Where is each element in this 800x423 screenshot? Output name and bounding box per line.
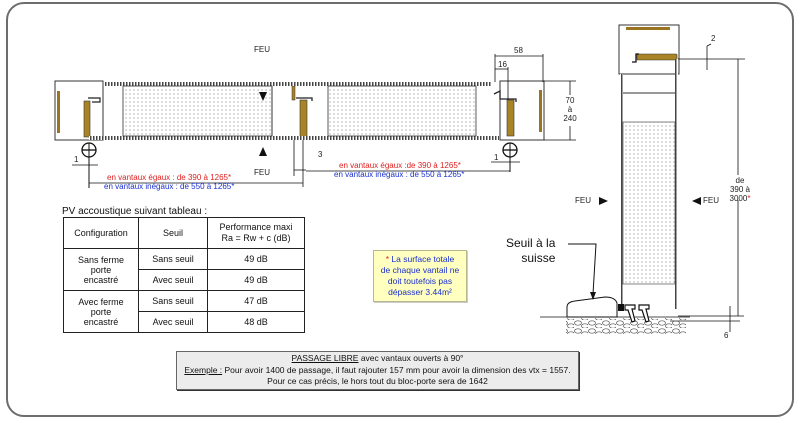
fire-label-right: FEU (703, 196, 719, 205)
config-cell: Avec ferme porte encastré (63, 290, 139, 333)
table-row: Avec seuil 48 dB (64, 311, 305, 333)
config-cell: Sans ferme porte encastré (63, 248, 139, 291)
header-performance: Performance maxi Ra = Rw + c (dB) (207, 217, 305, 249)
fire-label-top: FEU (254, 45, 270, 54)
fire-label-left: FEU (575, 196, 591, 205)
surface-note: * La surface totale de chaque vantail ne… (373, 250, 467, 302)
header-configuration: Configuration (63, 217, 139, 249)
table-row: Avec seuil 49 dB (64, 269, 305, 291)
left-leaf-unequal-range: en vantaux inégaux : de 550 à 1265* (104, 182, 235, 191)
threshold-label: Seuil à la suisse (506, 236, 556, 265)
seuil-cell: Sans seuil (138, 248, 208, 270)
fire-label-bottom: FEU (254, 168, 270, 177)
right-leaf-unequal-range: en vantaux inégaux : de 550 à 1265* (334, 170, 465, 179)
seuil-cell: Avec seuil (138, 269, 208, 291)
dim-right-gap: 1 (494, 153, 499, 162)
dim-thickness: 70 à 240 (563, 96, 577, 123)
performance-cell: 49 dB (207, 269, 305, 291)
left-leaf-equal-range: en vantaux égaux : de 390 à 1265* (107, 173, 232, 182)
section-view (540, 24, 745, 334)
dim-height: de 390 à 3000* (729, 176, 751, 203)
seuil-cell: Avec seuil (138, 311, 208, 333)
dim-58: 58 (514, 46, 523, 55)
performance-cell: 48 dB (207, 311, 305, 333)
plan-view (54, 54, 576, 188)
performance-cell: 47 dB (207, 290, 305, 312)
table-row: Avec ferme porte encastré Sans seuil 47 … (63, 290, 305, 333)
dim-bottom: 6 (724, 331, 729, 340)
table-row: Sans ferme porte encastré Sans seuil 49 … (63, 248, 305, 291)
header-seuil: Seuil (138, 217, 208, 249)
dim-center-gap: 3 (318, 150, 323, 159)
dim-16: 16 (498, 60, 507, 69)
acoustic-table: Configuration Seuil Performance maxi Ra … (63, 217, 305, 333)
dim-left-gap: 1 (74, 155, 79, 164)
acoustic-title: PV accoustique suivant tableau : (62, 206, 208, 217)
passage-libre-box: PASSAGE LIBRE avec vantaux ouverts à 90°… (176, 351, 579, 390)
performance-cell: 49 dB (207, 248, 305, 270)
dim-top: 2 (711, 34, 716, 43)
right-leaf-equal-range: en vantaux égaux :de 390 à 1265* (339, 161, 461, 170)
seuil-cell: Sans seuil (138, 290, 208, 312)
